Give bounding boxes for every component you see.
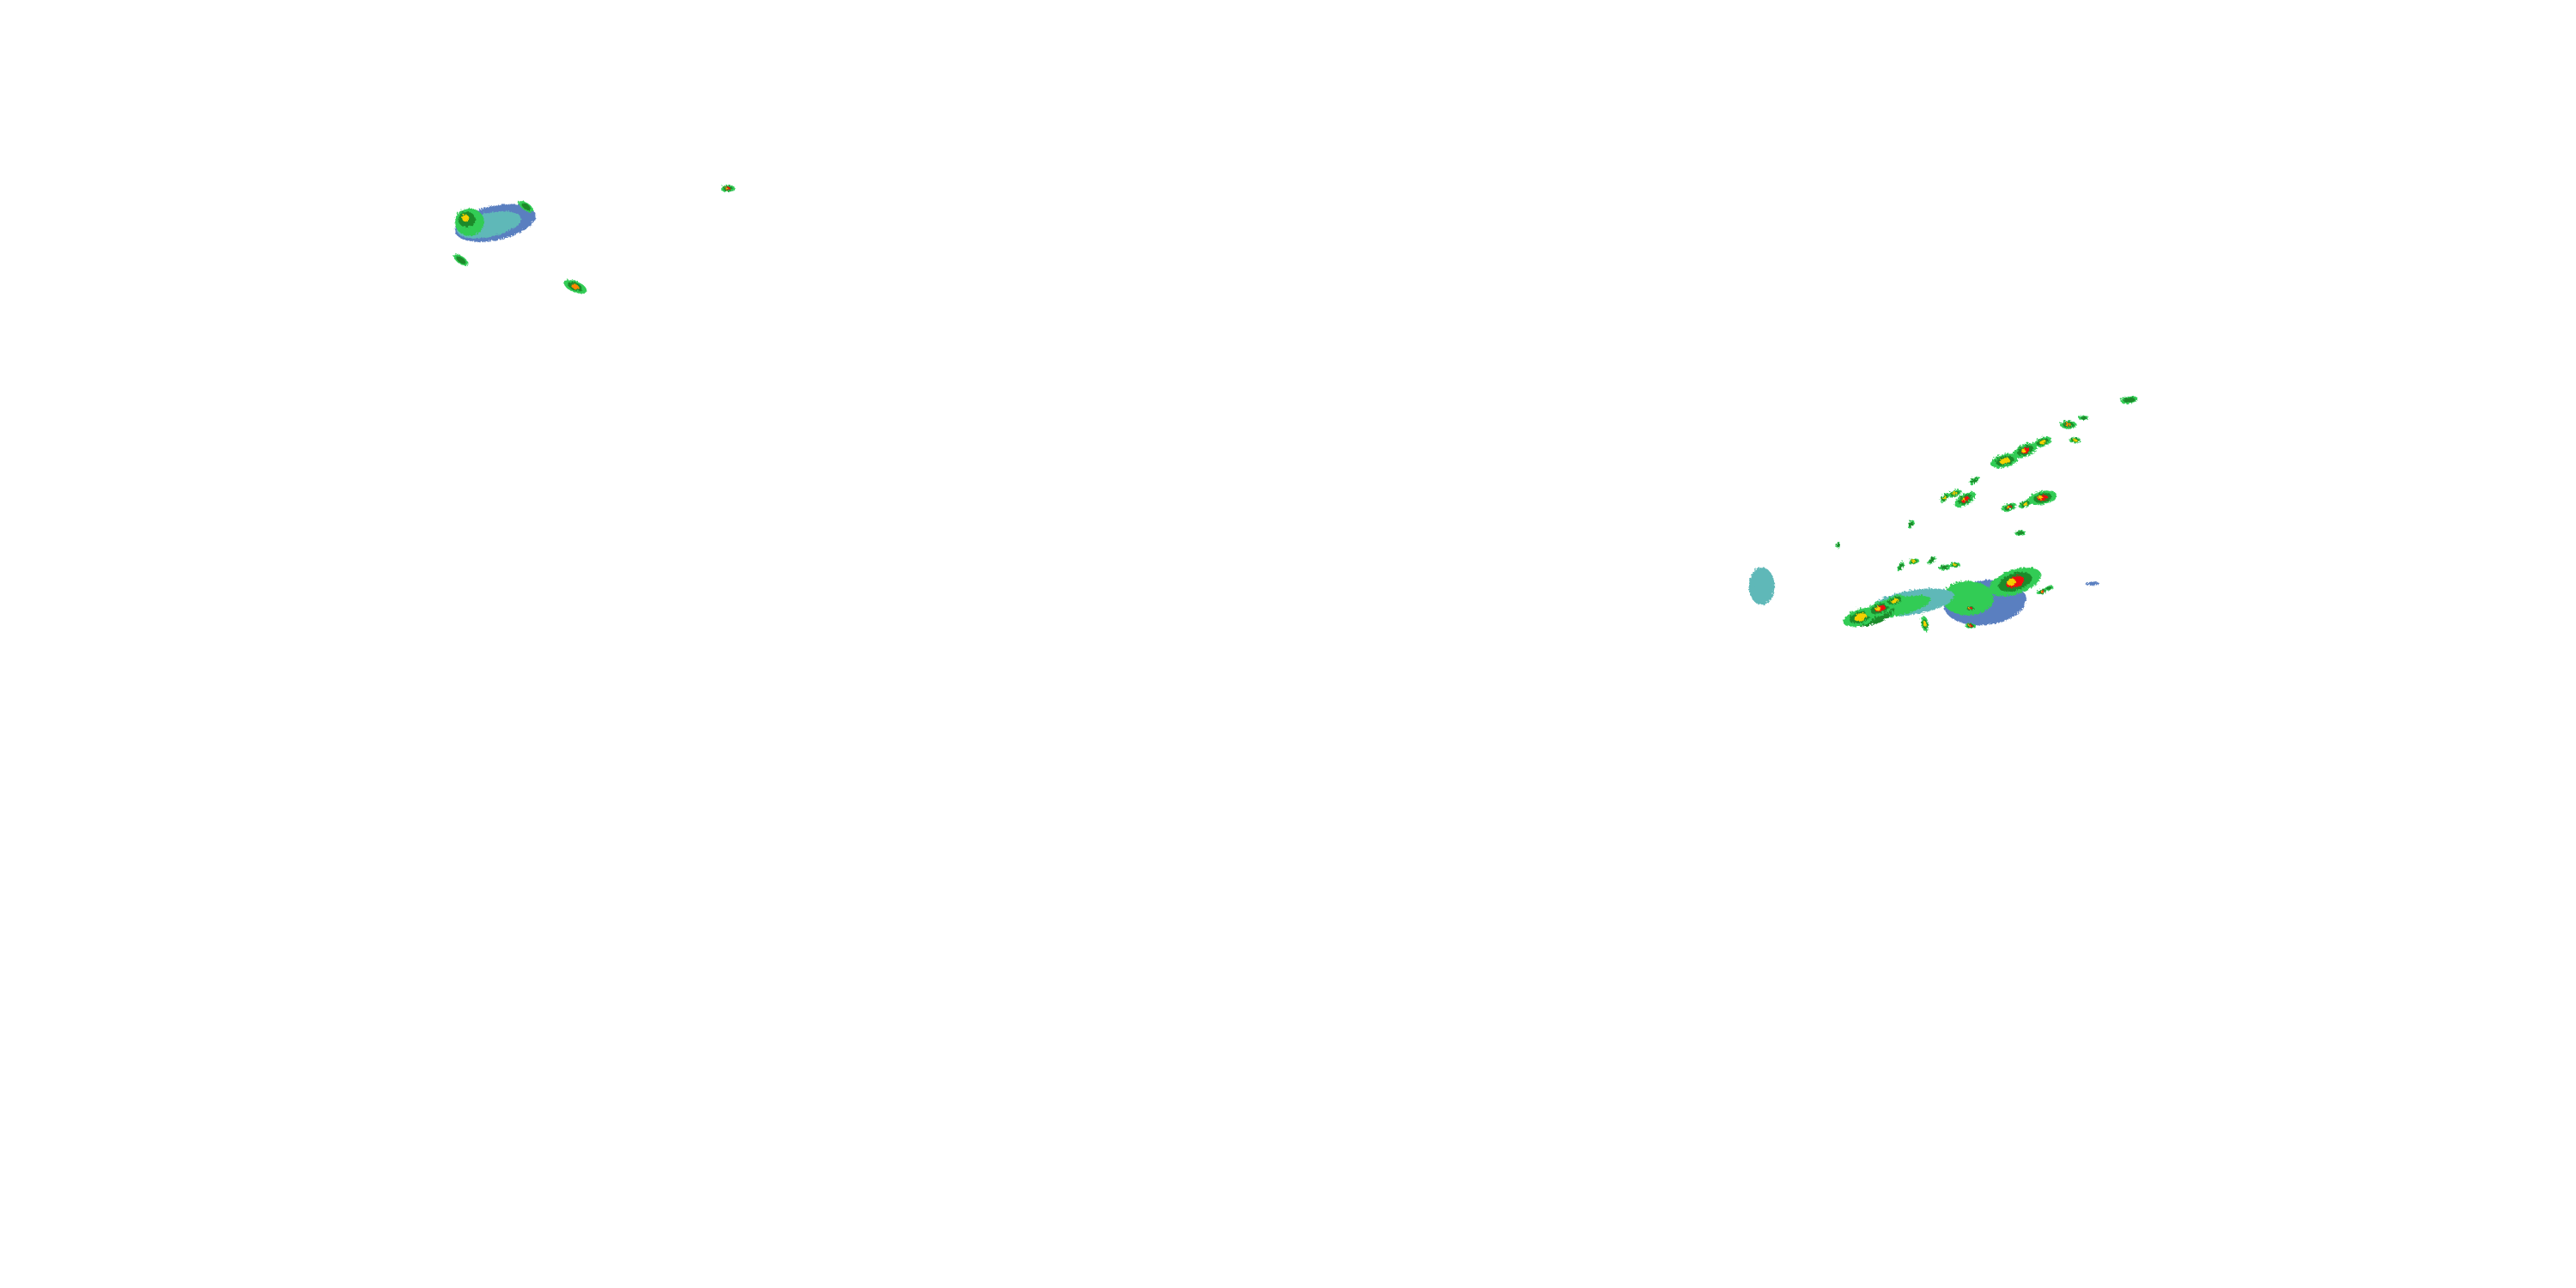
storm-cell-core xyxy=(1922,619,1925,626)
storm-cell-ring xyxy=(2122,395,2134,402)
storm-cell-core xyxy=(1852,611,1866,620)
storm-cell-ring xyxy=(2044,585,2050,588)
rain-area xyxy=(1753,572,1768,598)
storm-cell-ring xyxy=(1896,562,1903,568)
storm-cell-ring xyxy=(1907,519,1912,526)
rain-core xyxy=(460,213,467,220)
storm-cell-core xyxy=(2071,437,2076,440)
storm-cell-ring xyxy=(2014,529,2023,534)
storm-cell-core xyxy=(1951,490,1956,494)
rain-area xyxy=(2084,580,2098,585)
storm-cell-core xyxy=(724,185,727,189)
rain-area xyxy=(1941,580,1992,614)
storm-cell-core xyxy=(2021,500,2026,505)
storm-cell-core xyxy=(569,282,578,289)
storm-cell-ring xyxy=(454,254,465,263)
storm-cell-core xyxy=(1874,605,1880,610)
storm-cell-ring xyxy=(1939,563,1947,568)
storm-cell-ring xyxy=(1927,556,1934,562)
storm-cell-core xyxy=(2005,504,2008,507)
storm-cell-core xyxy=(2005,576,2014,585)
storm-cell-core xyxy=(1998,456,2008,463)
storm-cell-ring xyxy=(1835,541,1838,546)
storm-cell-core xyxy=(2038,589,2042,591)
storm-cell-core xyxy=(1910,558,1915,562)
storm-cell-ring xyxy=(2078,415,2087,418)
storm-cell-core xyxy=(2038,438,2044,443)
storm-cell-core xyxy=(1966,606,1970,608)
storm-cell-ring xyxy=(519,201,530,210)
storm-cell-core xyxy=(1951,562,1956,565)
storm-cell-core xyxy=(1967,623,1970,625)
storm-cell-ring xyxy=(1970,476,1977,483)
storm-cell-core xyxy=(2036,494,2042,499)
storm-cell-core xyxy=(1941,494,1945,499)
storm-cell-core xyxy=(2063,422,2070,425)
storm-cell-core xyxy=(1959,496,1965,500)
storm-cell-core xyxy=(2020,447,2025,452)
storm-cell-core xyxy=(1889,597,1898,602)
